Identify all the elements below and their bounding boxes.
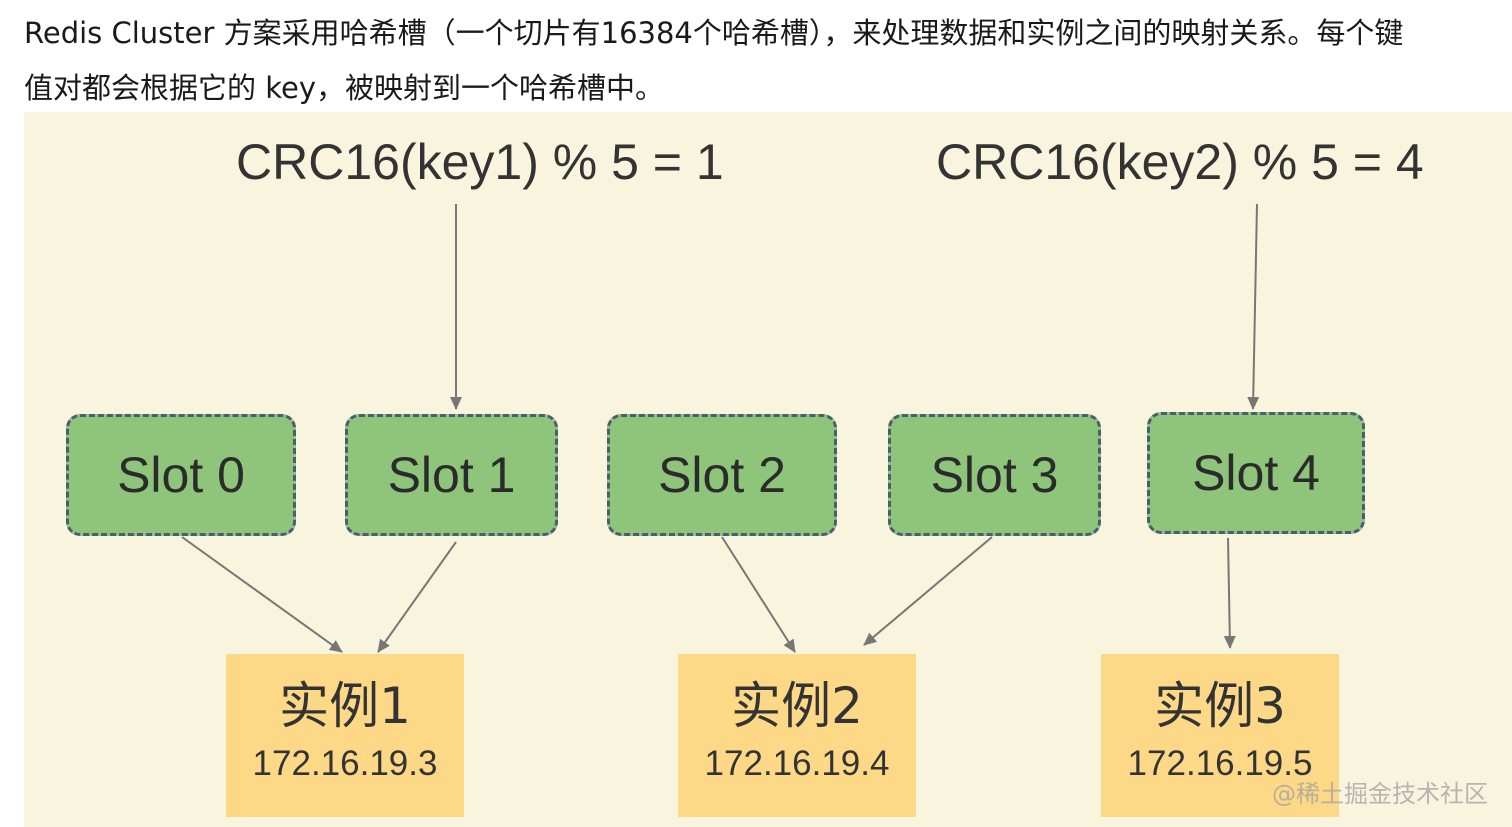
slot-4: Slot 4 xyxy=(1147,412,1365,534)
hash-slot-diagram: CRC16(key1) % 5 = 1 CRC16(key2) % 5 = 4 … xyxy=(24,112,1512,827)
instance-1: 实例1 172.16.19.3 xyxy=(226,654,464,817)
instance-2-name: 实例2 xyxy=(731,677,863,735)
formula-key2: CRC16(key2) % 5 = 4 xyxy=(936,134,1424,190)
instance-3-name: 实例3 xyxy=(1154,677,1286,735)
slot-0: Slot 0 xyxy=(66,414,296,536)
arrow-slot3-to-instance2 xyxy=(863,536,993,646)
arrow-slot0-to-instance1 xyxy=(181,536,343,653)
instance-2: 实例2 172.16.19.4 xyxy=(678,654,916,817)
arrow-key2-to-slot4 xyxy=(1247,203,1260,410)
instance-2-ip: 172.16.19.4 xyxy=(704,744,890,783)
intro-line-1: Redis Cluster 方案采用哈希槽（一个切片有16384个哈希槽），来处… xyxy=(24,16,1404,50)
arrow-slot2-to-instance2 xyxy=(721,536,796,653)
slot-1: Slot 1 xyxy=(345,414,558,536)
formula-key1: CRC16(key1) % 5 = 1 xyxy=(236,134,724,190)
instance-1-name: 实例1 xyxy=(279,677,411,735)
slot-2: Slot 2 xyxy=(607,414,837,536)
arrow-slot1-to-instance1 xyxy=(377,541,457,653)
intro-paragraph: Redis Cluster 方案采用哈希槽（一个切片有16384个哈希槽），来处… xyxy=(24,6,1512,116)
instance-1-ip: 172.16.19.3 xyxy=(252,744,438,783)
arrow-slot4-to-instance3 xyxy=(1223,537,1236,649)
intro-line-2: 值对都会根据它的 key，被映射到一个哈希槽中。 xyxy=(24,71,664,105)
watermark: @稀土掘金技术社区 xyxy=(1272,780,1488,808)
slot-3: Slot 3 xyxy=(888,414,1101,536)
instance-3: 实例3 172.16.19.5 xyxy=(1101,654,1339,817)
arrow-layer xyxy=(181,203,1260,653)
instance-3-ip: 172.16.19.5 xyxy=(1127,744,1313,783)
